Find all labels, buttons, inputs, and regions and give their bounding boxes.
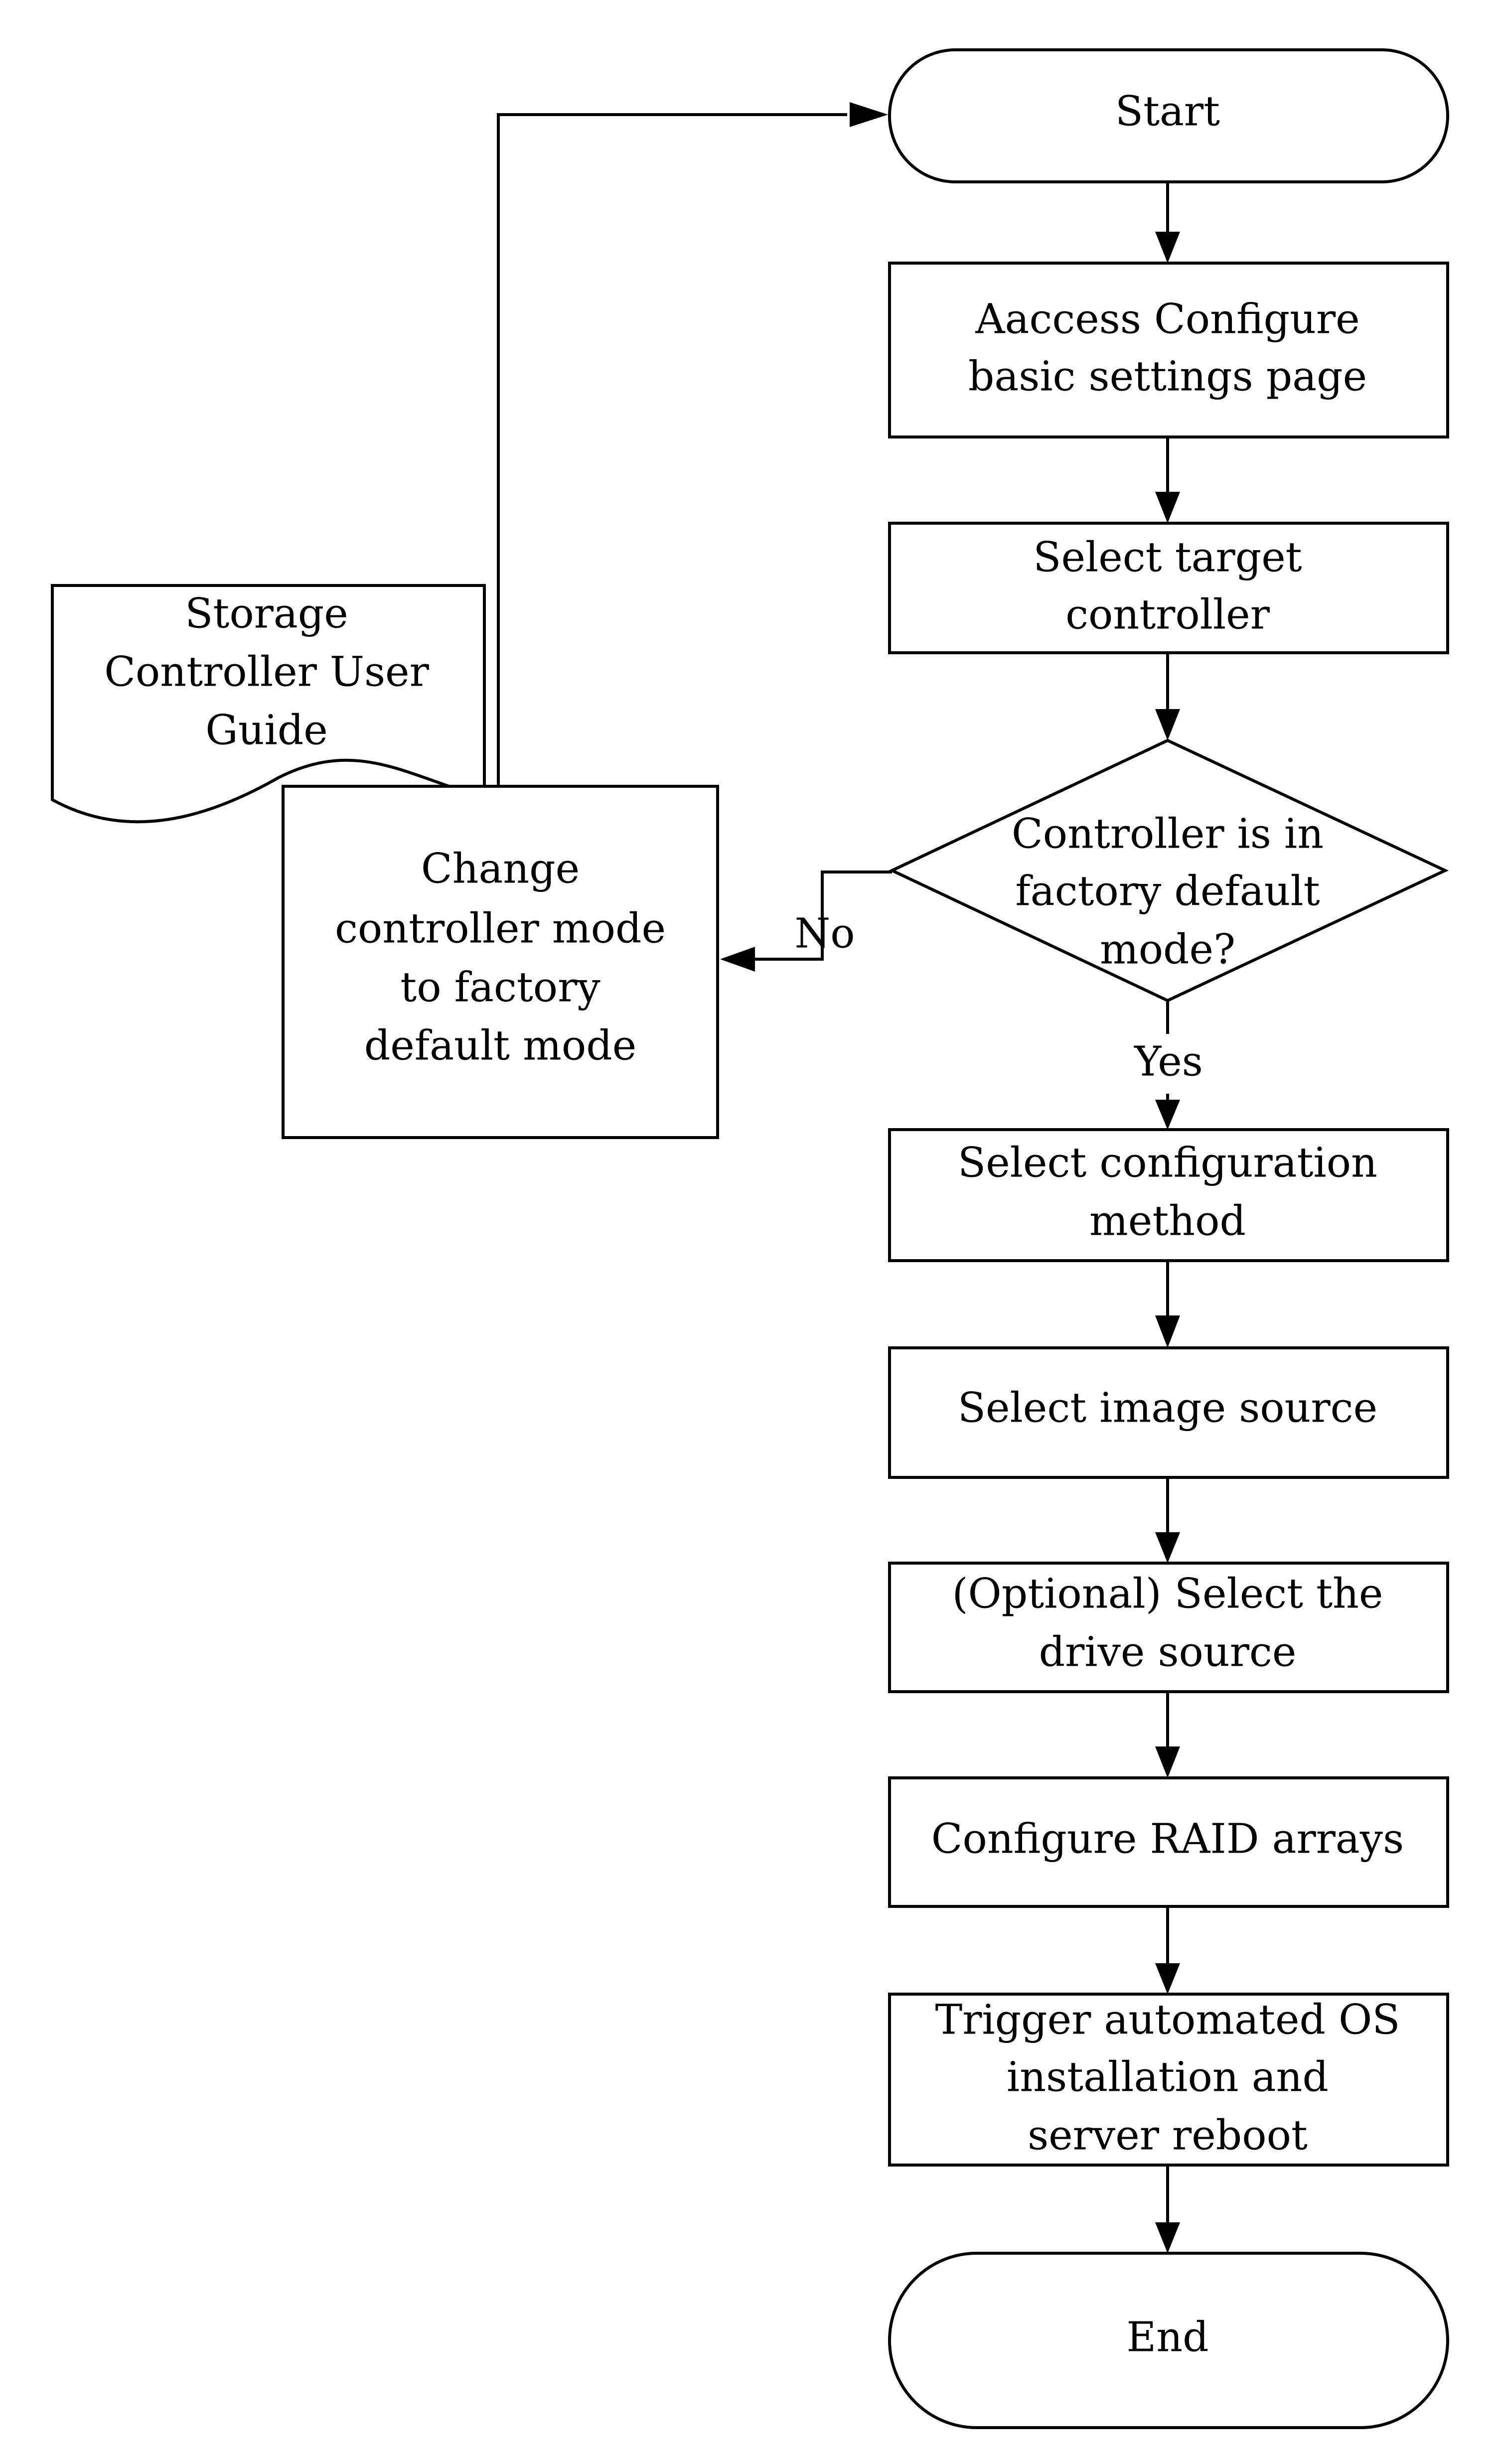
node-change-mode: Change controller mode to factory defaul… [282,785,719,1139]
node-end: End [888,2252,1449,2429]
arrowhead-drive-to-raid [1155,1746,1180,1778]
edge-change-to-start [497,113,847,786]
factory-check-line-1: Controller is in [1012,811,1324,858]
start-label: Start [1115,88,1220,136]
user-guide-line-2: Controller User [104,649,429,696]
change-mode-line-4: default mode [364,1022,636,1070]
select-drive-box [888,1562,1449,1693]
select-method-line-1: Select configuration [958,1140,1377,1187]
arrowhead-change-to-start [850,102,888,127]
trigger-install-line-3: server reboot [1028,2112,1308,2160]
select-controller-box [888,522,1449,654]
node-access-settings: Aaccess Configure basic settings page [888,262,1449,438]
node-factory-check: Controller is in factory default mode? [888,738,1449,1003]
arrowhead-access-to-controller [1155,492,1180,523]
edge-decision-no [755,870,892,961]
configure-raid-box [888,1776,1449,1908]
select-method-box [888,1128,1449,1262]
access-settings-line-1: Aaccess Configure [975,296,1359,343]
factory-check-line-2: factory default [1015,868,1320,915]
change-mode-line-1: Change [421,846,580,893]
node-configure-raid: Configure RAID arrays [888,1776,1449,1908]
select-controller-line-2: controller [1065,591,1270,639]
end-terminator-shape [888,2252,1449,2429]
change-mode-line-2: controller mode [335,905,666,953]
arrowhead-raid-to-install [1155,1963,1180,1994]
select-method-line-2: method [1089,1198,1246,1245]
start-terminator-shape [888,48,1449,183]
trigger-install-line-2: installation and [1007,2054,1329,2101]
no-edge-label: No [794,910,855,958]
node-select-method: Select configuration method [888,1128,1449,1262]
connectors [497,102,1180,2253]
change-mode-box [282,785,719,1139]
node-user-guide: Storage Controller User Guide [51,584,486,824]
select-image-line-1: Select image source [958,1385,1377,1432]
edge-labels: No Yes [794,910,1202,1086]
end-label: End [1126,2314,1208,2361]
select-image-box [888,1346,1449,1479]
trigger-install-box [888,1993,1449,2167]
change-mode-line-3: to factory [400,964,600,1012]
arrowhead-controller-to-decision [1155,709,1180,740]
arrowhead-decision-yes [1155,1100,1180,1130]
select-drive-line-1: (Optional) Select the [952,1571,1383,1618]
arrowhead-decision-no [720,947,755,972]
node-trigger-install: Trigger automated OS installation and se… [888,1993,1449,2167]
node-select-image: Select image source [888,1346,1449,1479]
user-guide-line-1: Storage [185,590,348,638]
factory-check-diamond [888,738,1449,1003]
user-guide-line-3: Guide [205,707,328,754]
arrowhead-method-to-image [1155,1315,1180,1348]
user-guide-document-shape [51,584,486,824]
access-settings-box [888,262,1449,438]
access-settings-line-2: basic settings page [968,353,1367,401]
arrowhead-start-to-access [1155,232,1180,263]
trigger-install-line-1: Trigger automated OS [935,1997,1400,2044]
arrowhead-install-to-end [1155,2222,1180,2253]
yes-edge-label: Yes [1134,1038,1203,1086]
factory-check-line-3: mode? [1100,926,1235,974]
select-drive-line-2: drive source [1039,1629,1297,1676]
arrowhead-image-to-drive [1155,1532,1180,1563]
select-controller-line-1: Select target [1033,534,1302,581]
configure-raid-line-1: Configure RAID arrays [931,1816,1404,1863]
node-select-controller: Select target controller [888,522,1449,654]
node-select-drive: (Optional) Select the drive source [888,1562,1449,1693]
node-start: Start [888,48,1449,183]
